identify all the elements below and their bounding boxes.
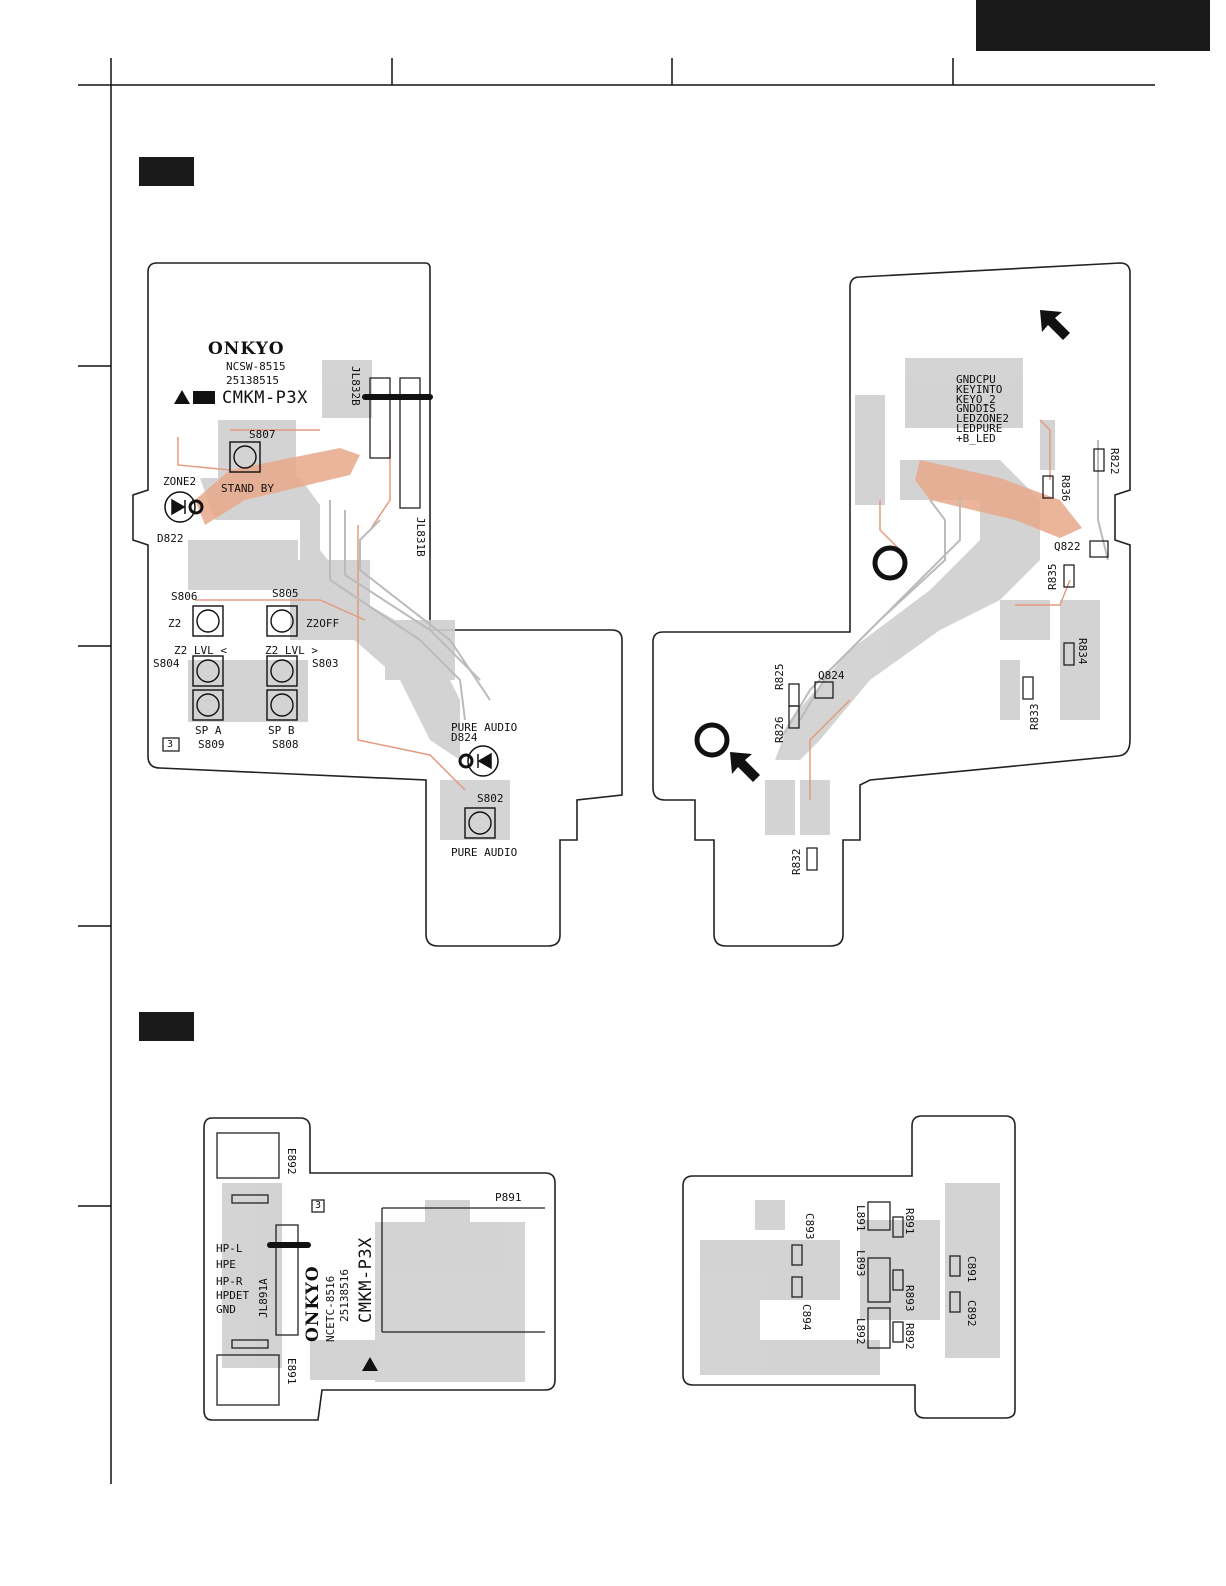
section-tab-top xyxy=(139,157,194,186)
board2-right-outline xyxy=(682,1115,1016,1419)
jumper-jl831b: JL831B xyxy=(414,517,427,557)
header-box xyxy=(976,0,1210,51)
section-tab-bottom xyxy=(139,1012,194,1041)
signal-hp-r: HP-R xyxy=(216,1275,243,1288)
part-r893: R893 xyxy=(903,1285,916,1312)
board1-id: NCSW-8515 xyxy=(226,360,286,373)
switch-func-s802: PURE AUDIO xyxy=(451,846,518,859)
switch-ref-s805: S805 xyxy=(272,587,299,600)
board2-num: 25138516 xyxy=(338,1269,351,1322)
signal-gnd: GND xyxy=(216,1303,236,1316)
part-q824: Q824 xyxy=(818,669,845,682)
signal-bled: +B_LED xyxy=(956,432,996,445)
board2-logo: ONKYO xyxy=(303,1265,323,1342)
board1-box-num: 3 xyxy=(167,739,174,750)
signal-gnddis: GNDDIS xyxy=(956,402,996,415)
part-e892: E892 xyxy=(285,1148,298,1175)
switch-func-s806: Z2 xyxy=(168,617,182,630)
switch-ref-s807: S807 xyxy=(249,428,276,441)
board1-num: 25138515 xyxy=(226,374,279,387)
signal-gndcpu: GNDCPU xyxy=(956,373,996,386)
board1-left-outline xyxy=(132,262,623,947)
part-q822: Q822 xyxy=(1054,540,1081,553)
part-r892: R892 xyxy=(903,1323,916,1350)
board1-cert: CMKM-P3X xyxy=(222,388,308,408)
switch-func-s803: Z2 LVL > xyxy=(265,644,318,657)
part-c894: C894 xyxy=(800,1304,813,1331)
board1-right-outline xyxy=(652,262,1131,947)
switch-func-s807: STAND BY xyxy=(221,482,274,495)
part-c893: C893 xyxy=(803,1213,816,1240)
board2-left-outline xyxy=(203,1117,556,1421)
part-l893: L893 xyxy=(854,1250,867,1277)
signal-hpdet: HPDET xyxy=(216,1289,250,1302)
part-r835: R835 xyxy=(1046,563,1059,591)
part-r826: R826 xyxy=(773,716,786,744)
switch-ref-s809: S809 xyxy=(198,738,225,751)
board2-cert: CMKM-P3X xyxy=(356,1237,376,1323)
part-r833: R833 xyxy=(1028,703,1041,731)
led-func-d822: ZONE2 xyxy=(163,475,197,488)
part-r822: R822 xyxy=(1108,448,1121,475)
switch-func-s808: SP B xyxy=(268,724,295,737)
signal-keyinto: KEYINTO xyxy=(956,383,1003,396)
switch-ref-s803: S803 xyxy=(312,657,339,670)
switch-func-s805: Z2OFF xyxy=(306,617,340,630)
board1-logo: ONKYO xyxy=(208,339,285,359)
part-jl891a: JL891A xyxy=(257,1278,270,1318)
part-p891: P891 xyxy=(495,1191,522,1204)
signal-ledpure: LEDPURE xyxy=(956,422,1003,435)
led-func-d824: PURE AUDIO xyxy=(451,721,518,734)
signal-keyo2: KEYO_2 xyxy=(956,393,996,406)
board2-id: NCETC-8516 xyxy=(324,1275,337,1342)
part-c891: C891 xyxy=(965,1256,978,1283)
part-r832: R832 xyxy=(790,848,803,876)
jumper-jl832b: JL832B xyxy=(349,366,362,406)
switch-ref-s808: S808 xyxy=(272,738,299,751)
board2-box-num: 3 xyxy=(315,1200,322,1211)
switch-ref-s802: S802 xyxy=(477,792,504,805)
part-c892: C892 xyxy=(965,1300,978,1327)
part-l892: L892 xyxy=(854,1318,867,1345)
signal-hp-l: HP-L xyxy=(216,1242,243,1255)
part-r825: R825 xyxy=(773,663,786,691)
switch-func-s804: Z2 LVL < xyxy=(174,644,227,657)
switch-ref-s806: S806 xyxy=(171,590,198,603)
signal-hpe: HPE xyxy=(216,1258,236,1271)
led-ref-d822: D822 xyxy=(157,532,184,545)
part-e891: E891 xyxy=(285,1358,298,1385)
switch-func-s809: SP A xyxy=(195,724,222,737)
part-l891: L891 xyxy=(854,1205,867,1232)
part-r891: R891 xyxy=(903,1208,916,1235)
part-r834: R834 xyxy=(1076,638,1089,665)
led-ref-d824: D824 xyxy=(451,731,478,744)
part-r836: R836 xyxy=(1059,475,1072,502)
signal-ledzone2: LEDZONE2 xyxy=(956,412,1009,425)
switch-ref-s804: S804 xyxy=(153,657,180,670)
